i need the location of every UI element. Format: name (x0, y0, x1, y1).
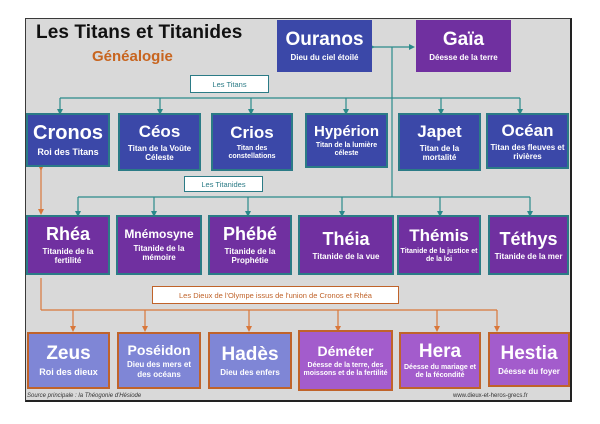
node-name: Hadès (221, 343, 279, 365)
node-name: Hypérion (313, 122, 379, 140)
node-name: Mnémosyne (124, 226, 194, 241)
node-name: Gaïa (442, 29, 485, 51)
node-name: Poséidon (127, 342, 191, 359)
node-demeter: Déméter Déesse de la terre, des moissons… (298, 330, 393, 391)
node-name: Phébé (222, 224, 278, 245)
node-desc: Titan des constellations (228, 144, 276, 160)
node-desc: Déesse de la terre, des moissons et de l… (303, 361, 388, 377)
node-desc: Titanide de la Prophétie (224, 247, 276, 266)
label-titans: Les Titans (190, 75, 269, 93)
node-desc: Titan des fleuves et rivières (490, 142, 565, 161)
label-olympians: Les Dieux de l'Olympe issus de l'union d… (152, 286, 399, 304)
page-title: Les Titans et Titanides (36, 22, 243, 43)
node-name: Japet (417, 122, 462, 142)
node-gaia: Gaïa Déesse de la terre (416, 20, 511, 72)
source-note: Source principale : la Théogonie d'Hésio… (27, 393, 142, 399)
node-desc: Dieu des enfers (220, 367, 280, 377)
node-ouranos: Ouranos Dieu du ciel étoilé (277, 20, 372, 72)
node-hyperion: Hypérion Titan de la lumière céleste (305, 113, 388, 168)
node-tethys: Téthys Titanide de la mer (488, 215, 569, 275)
node-name: Zeus (46, 343, 91, 365)
node-name: Océan (501, 121, 554, 141)
node-themis: Thémis Titanide de la justice et de la l… (397, 215, 481, 275)
node-name: Ouranos (285, 29, 364, 51)
node-cronos: Cronos Roi des Titans (26, 113, 110, 167)
node-desc: Roi des Titans (37, 147, 99, 158)
node-name: Hestia (500, 342, 558, 364)
node-hera: Hera Déesse du mariage et de la fécondit… (399, 332, 481, 389)
node-mnemosyne: Mnémosyne Titanide de la mémoire (116, 215, 202, 275)
node-name: Crios (230, 123, 274, 143)
node-desc: Déesse de la terre (429, 53, 498, 63)
website-link[interactable]: www.dieux-et-heros-grecs.fr (453, 393, 528, 399)
node-poseidon: Poséidon Dieu des mers et des océans (117, 332, 201, 389)
node-hades: Hadès Dieu des enfers (208, 332, 292, 389)
node-phebe: Phébé Titanide de la Prophétie (208, 215, 292, 275)
node-name: Céos (138, 122, 181, 142)
node-desc: Dieu du ciel étoilé (290, 53, 359, 63)
node-theia: Théia Titanide de la vue (298, 215, 394, 275)
node-rhea: Rhéa Titanide de la fertilité (26, 215, 110, 275)
node-desc: Titanide de la fertilité (42, 247, 94, 266)
node-hestia: Hestia Déesse du foyer (488, 332, 570, 387)
node-desc: Titan de la Voûte Céleste (127, 143, 192, 162)
node-name: Téthys (499, 229, 558, 250)
node-desc: Titanide de la mémoire (133, 243, 185, 262)
node-ceos: Céos Titan de la Voûte Céleste (118, 113, 201, 171)
node-desc: Titan de la mortalité (419, 143, 460, 162)
node-zeus: Zeus Roi des dieux (27, 332, 110, 389)
page-subtitle: Généalogie (92, 48, 173, 65)
node-name: Cronos (33, 122, 103, 145)
node-desc: Titanide de la mer (494, 251, 563, 261)
node-japet: Japet Titan de la mortalité (398, 113, 481, 171)
node-desc: Titanide de la vue (312, 251, 380, 261)
node-desc: Roi des dieux (39, 367, 98, 378)
node-name: Déméter (317, 343, 374, 360)
node-name: Rhéa (45, 224, 90, 245)
node-desc: Dieu des mers et des océans (126, 360, 192, 379)
node-name: Thémis (409, 226, 469, 246)
label-titanides: Les Titanides (184, 176, 263, 192)
node-name: Théia (322, 229, 370, 250)
node-ocean: Océan Titan des fleuves et rivières (486, 113, 569, 169)
node-desc: Déesse du foyer (498, 366, 560, 376)
node-desc: Déesse du mariage et de la fécondité (404, 364, 476, 380)
node-name: Hera (418, 340, 462, 362)
node-desc: Titanide de la justice et de la loi (400, 247, 478, 263)
node-desc: Titan de la lumière céleste (315, 142, 378, 158)
node-crios: Crios Titan des constellations (211, 113, 293, 171)
